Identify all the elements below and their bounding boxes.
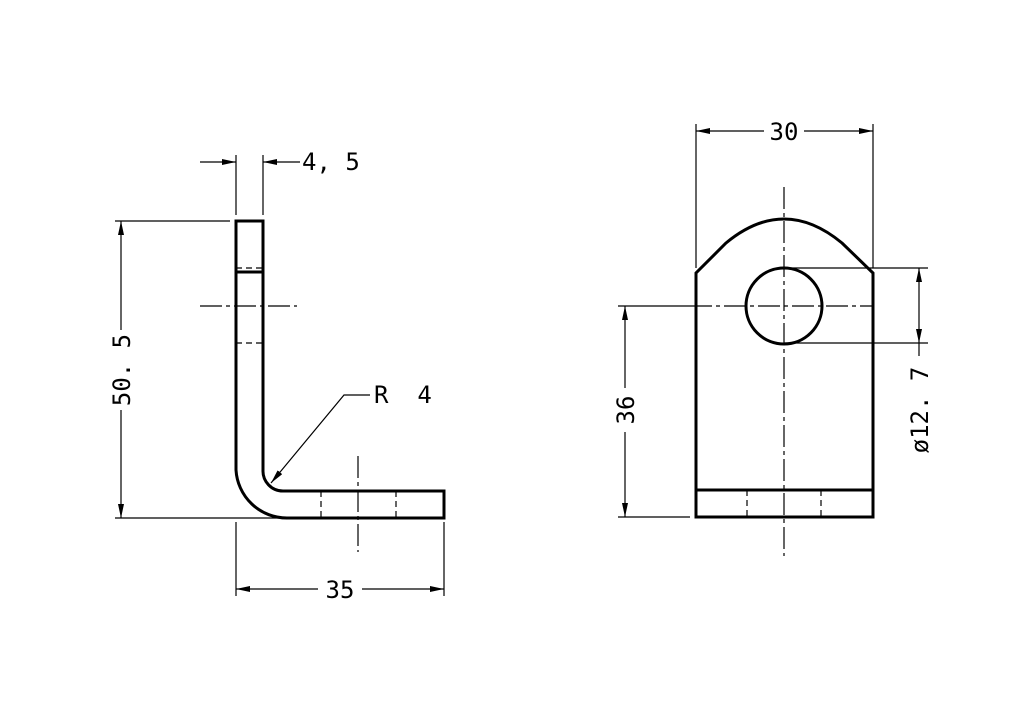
front-width-dimension-label: 30 xyxy=(770,118,799,146)
height-dimension-label: 50. 5 xyxy=(108,334,136,406)
hole-diameter-dimension-label: ø12. 7 xyxy=(906,367,934,454)
thickness-dimension-label: 4, 5 xyxy=(302,148,360,176)
bracket-front-outline xyxy=(694,217,875,519)
radius-label: R 4 xyxy=(374,381,432,409)
side-view: 4, 5 50. 5 R 4 35 xyxy=(108,148,446,604)
width-dimension-label: 35 xyxy=(326,576,355,604)
radius-leader xyxy=(270,394,370,484)
hole-height-dimension-label: 36 xyxy=(612,396,640,425)
front-view: 30 36 ø12. 7 xyxy=(612,118,934,556)
bracket-side-outline xyxy=(234,219,446,520)
